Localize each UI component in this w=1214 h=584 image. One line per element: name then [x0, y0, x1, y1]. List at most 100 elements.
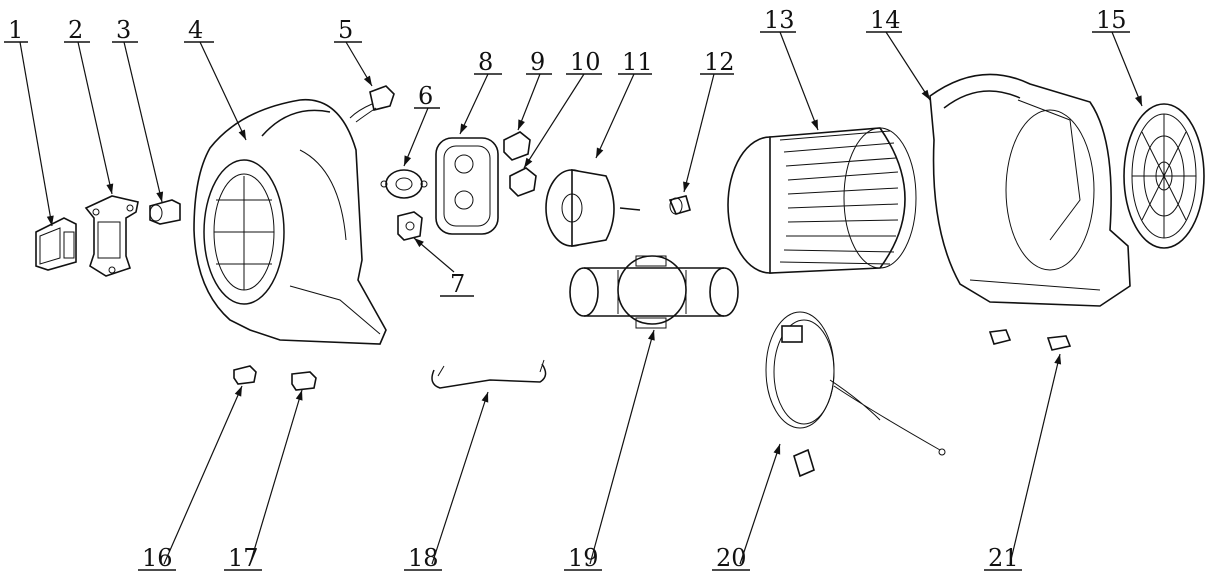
part-1-switch — [35, 217, 77, 271]
callout-leader-9 — [517, 73, 541, 131]
callout-arrow-9 — [518, 119, 525, 130]
callout-arrow-21 — [1054, 354, 1062, 365]
callout-arrow-5 — [363, 75, 372, 86]
part-11-motor — [545, 169, 641, 247]
callout-arrow-6 — [404, 155, 412, 166]
callout-arrow-7 — [414, 238, 424, 248]
callout-label-4: 4 — [188, 16, 203, 44]
part-19-cord-holder — [569, 255, 739, 329]
callout-13: 13 — [760, 6, 819, 131]
part-7-block — [397, 211, 423, 241]
callout-leader-21 — [1009, 353, 1061, 565]
callout-arrow-8 — [460, 123, 468, 134]
part-17-foot — [291, 371, 317, 391]
callout-arrow-3 — [156, 191, 164, 202]
callout-leader-4 — [199, 41, 247, 141]
callout-arrow-20 — [773, 444, 781, 455]
callout-label-6: 6 — [418, 82, 433, 110]
callout-leader-18 — [431, 391, 489, 565]
callout-label-9: 9 — [530, 48, 545, 76]
callout-1: 1 — [4, 16, 54, 227]
callout-8: 8 — [459, 48, 502, 135]
callout-14: 14 — [866, 6, 931, 101]
part-21-foot — [988, 329, 1072, 351]
callout-15: 15 — [1092, 6, 1143, 107]
callout-arrow-1 — [46, 215, 54, 226]
part-8-panel — [435, 137, 499, 235]
callout-label-10: 10 — [570, 48, 601, 76]
callout-arrow-16 — [234, 386, 242, 397]
callout-16: 16 — [138, 385, 243, 572]
part-14-rear-housing — [929, 73, 1131, 307]
part-16-foot — [233, 365, 257, 385]
callout-leader-19 — [589, 329, 655, 565]
callout-arrow-13 — [811, 119, 818, 130]
callout-7: 7 — [413, 237, 474, 298]
callout-label-1: 1 — [8, 16, 23, 44]
callout-leader-17 — [249, 389, 303, 565]
callout-label-12: 12 — [704, 48, 735, 76]
part-13-blower-wheel — [727, 127, 917, 274]
callout-arrow-12 — [683, 181, 690, 192]
callout-leader-6 — [403, 107, 429, 167]
callout-label-3: 3 — [116, 16, 131, 44]
callout-arrow-2 — [106, 183, 114, 194]
callout-leader-11 — [595, 73, 635, 159]
callout-5: 5 — [334, 16, 373, 87]
callout-9: 9 — [517, 48, 552, 131]
callout-17: 17 — [224, 389, 303, 572]
part-2-bracket — [84, 195, 139, 277]
part-10-knob — [509, 167, 537, 197]
part-9-knob — [503, 131, 531, 161]
callout-leader-15 — [1111, 31, 1143, 107]
callout-label-17: 17 — [228, 544, 259, 572]
part-12-bushing — [668, 195, 691, 215]
callout-20: 20 — [712, 443, 781, 572]
callout-arrow-10 — [524, 157, 533, 168]
callout-21: 21 — [984, 353, 1062, 572]
callout-leader-2 — [77, 41, 113, 195]
callout-leader-16 — [163, 385, 243, 565]
callout-2: 2 — [64, 16, 114, 195]
part-4-front-housing — [193, 98, 387, 345]
callout-label-14: 14 — [870, 6, 901, 34]
callout-leader-20 — [739, 443, 781, 565]
callout-arrow-4 — [238, 129, 246, 140]
callout-4: 4 — [184, 16, 247, 141]
callout-leader-13 — [779, 31, 819, 131]
callout-leader-1 — [19, 41, 53, 227]
callout-leader-14 — [885, 31, 931, 101]
callout-arrow-15 — [1134, 95, 1142, 106]
callout-leader-3 — [123, 41, 163, 203]
callout-leader-8 — [459, 73, 489, 135]
callout-10: 10 — [523, 48, 602, 169]
part-15-grille — [1123, 103, 1205, 249]
callout-label-7: 7 — [450, 270, 465, 298]
callout-19: 19 — [564, 329, 655, 572]
part-18-clip — [431, 359, 547, 389]
callout-leader-12 — [683, 73, 715, 193]
callout-11: 11 — [595, 48, 653, 159]
callout-6: 6 — [403, 82, 440, 167]
part-5-connector — [349, 85, 395, 123]
callout-arrow-14 — [921, 89, 930, 100]
callout-label-11: 11 — [622, 48, 653, 76]
part-6-disc — [380, 169, 428, 199]
callout-arrow-11 — [596, 147, 604, 158]
callout-label-13: 13 — [764, 6, 795, 34]
callout-arrow-17 — [295, 390, 303, 401]
part-20-power-cord — [765, 311, 946, 478]
callout-label-5: 5 — [338, 16, 353, 44]
callout-12: 12 — [683, 48, 735, 193]
callout-label-19: 19 — [568, 544, 599, 572]
callout-label-2: 2 — [68, 16, 83, 44]
callout-arrow-18 — [481, 392, 489, 403]
callout-leader-10 — [523, 73, 585, 169]
callout-label-15: 15 — [1096, 6, 1127, 34]
callout-3: 3 — [112, 16, 164, 203]
callout-arrow-19 — [647, 330, 655, 341]
callout-label-8: 8 — [478, 48, 493, 76]
